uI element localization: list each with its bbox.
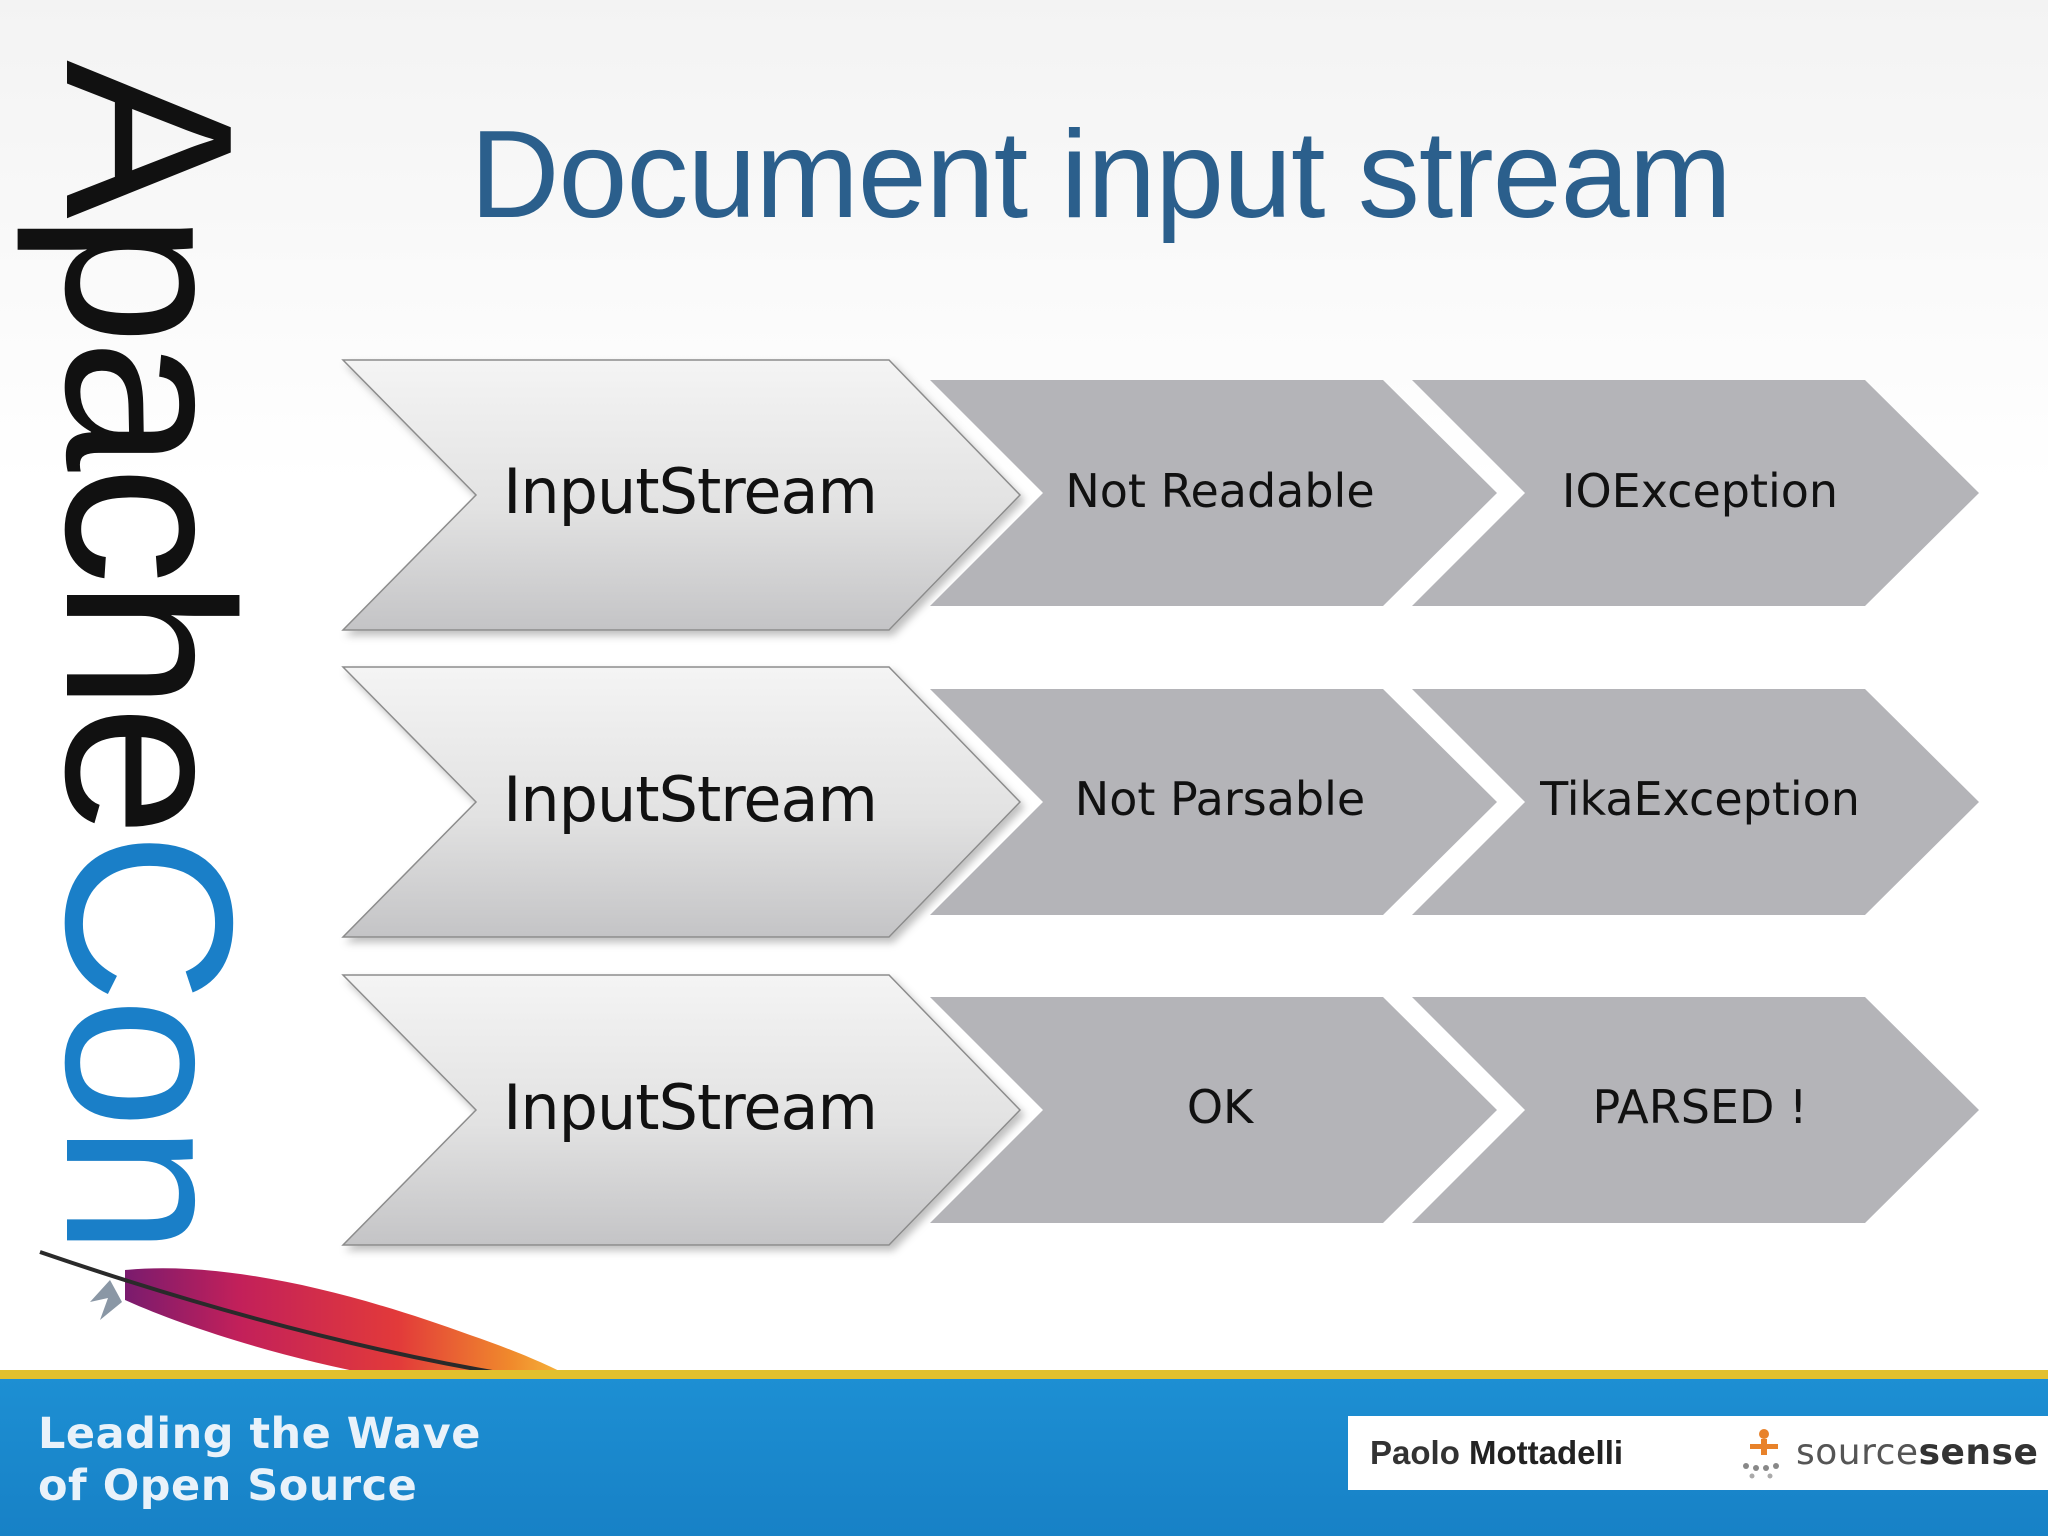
result-chevron (1412, 689, 1979, 915)
tagline-line-2: of Open Source (38, 1461, 418, 1511)
flow-diagram-shapes (341, 359, 1979, 1246)
slide-title: Document input stream (470, 106, 1732, 244)
result-chevron (1412, 997, 1979, 1223)
row-1-state-label: Not Readable (1065, 464, 1375, 518)
flow-row-3 (341, 974, 1979, 1246)
presenter-box: Paolo Mottadelli sourcesense (1348, 1416, 2048, 1490)
row-2-input-label: InputStream (503, 763, 878, 836)
state-chevron (930, 997, 1497, 1223)
input-chevron (341, 359, 1022, 631)
input-chevron (341, 974, 1022, 1246)
result-chevron (1412, 380, 1979, 606)
presenter-last-name: Mottadelli (1469, 1434, 1624, 1471)
row-1-input-label: InputStream (503, 455, 878, 528)
sponsor-name: sourcesense (1796, 1432, 2038, 1473)
row-3-result-label: PARSED ! (1592, 1080, 1808, 1134)
tagline-line-1: Leading the Wave (38, 1409, 481, 1459)
row-2-result-label: TikaException (1540, 772, 1860, 826)
footer-tagline: Leading the Wave of Open Source (38, 1408, 481, 1512)
row-1-result-label: IOException (1561, 464, 1839, 518)
state-chevron (930, 689, 1497, 915)
flow-row-2 (341, 666, 1979, 938)
row-3-input-label: InputStream (503, 1071, 878, 1144)
sponsor-logo: sourcesense (1734, 1422, 2038, 1486)
flow-row-1 (341, 359, 1979, 631)
row-2-state-label: Not Parsable (1074, 772, 1366, 826)
sponsor-name-prefix: source (1796, 1432, 1919, 1473)
sponsor-name-suffix: sense (1918, 1432, 2039, 1473)
sourcesense-logo-icon (1743, 1429, 1779, 1479)
footer-stripe (0, 1370, 2048, 1379)
presenter-first-name: Paolo (1370, 1434, 1460, 1471)
row-3-state-label: OK (1186, 1080, 1254, 1134)
flow-diagram: InputStream Not Readable IOException Inp… (341, 359, 1979, 1246)
input-chevron (341, 666, 1022, 938)
presenter-name: Paolo Mottadelli (1370, 1434, 1623, 1472)
state-chevron (930, 380, 1497, 606)
